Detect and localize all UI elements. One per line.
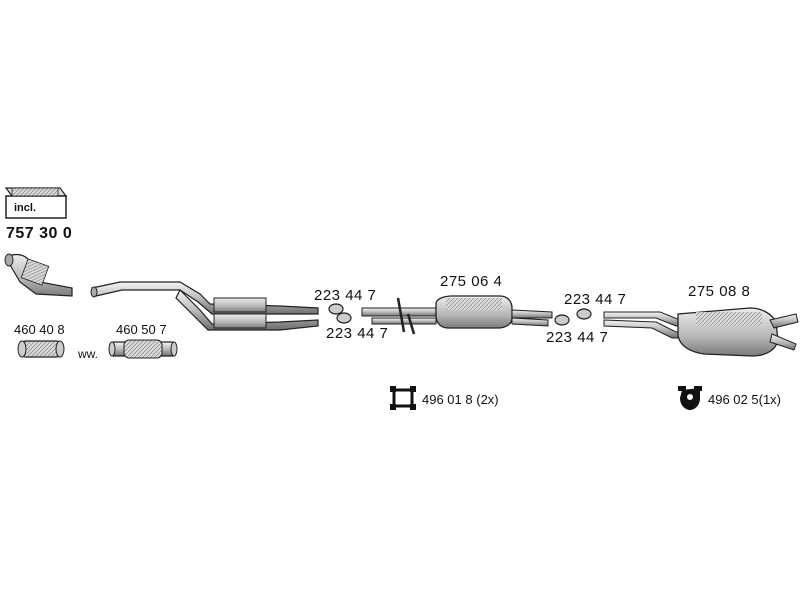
front-pipe-assembly: [90, 281, 319, 331]
clamps-rear-icon: [554, 308, 592, 326]
center-muffler-number: 275 06 4: [440, 273, 503, 290]
hanger-b-icon: [678, 386, 702, 410]
rear-clamp-bottom-number: 223 44 7: [546, 329, 609, 346]
hanger-b-qty: (1x): [758, 392, 781, 407]
clamps-front-icon: [328, 303, 352, 324]
alt-marker: ww.: [78, 347, 99, 361]
hanger-b-label: 496 02 5(1x): [708, 393, 781, 406]
kit-box-icon: [4, 187, 68, 219]
front-clamp-top-number: 223 44 7: [314, 287, 377, 304]
catalytic-converter-front: [4, 253, 73, 297]
center-muffler: [361, 295, 553, 335]
hanger-a-label: 496 01 8 (2x): [422, 393, 499, 406]
rear-muffler-number: 275 08 8: [688, 283, 751, 300]
flex-pipe-1-number: 460 40 8: [14, 322, 65, 337]
flex-pipe-460507: [108, 339, 178, 359]
hanger-a-qty: (2x): [476, 392, 499, 407]
flex-pipe-2-number: 460 50 7: [116, 322, 167, 337]
kit-badge: incl.: [14, 202, 37, 214]
hanger-a-number: 496 01 8: [422, 392, 473, 407]
flex-pipe-460408: [17, 340, 65, 358]
kit-part-number: 757 30 0: [6, 225, 73, 242]
hanger-a-icon: [390, 386, 416, 410]
rear-muffler: [603, 307, 799, 357]
front-clamp-bottom-number: 223 44 7: [326, 325, 389, 342]
rear-clamp-top-number: 223 44 7: [564, 291, 627, 308]
hanger-b-number: 496 02 5: [708, 392, 759, 407]
